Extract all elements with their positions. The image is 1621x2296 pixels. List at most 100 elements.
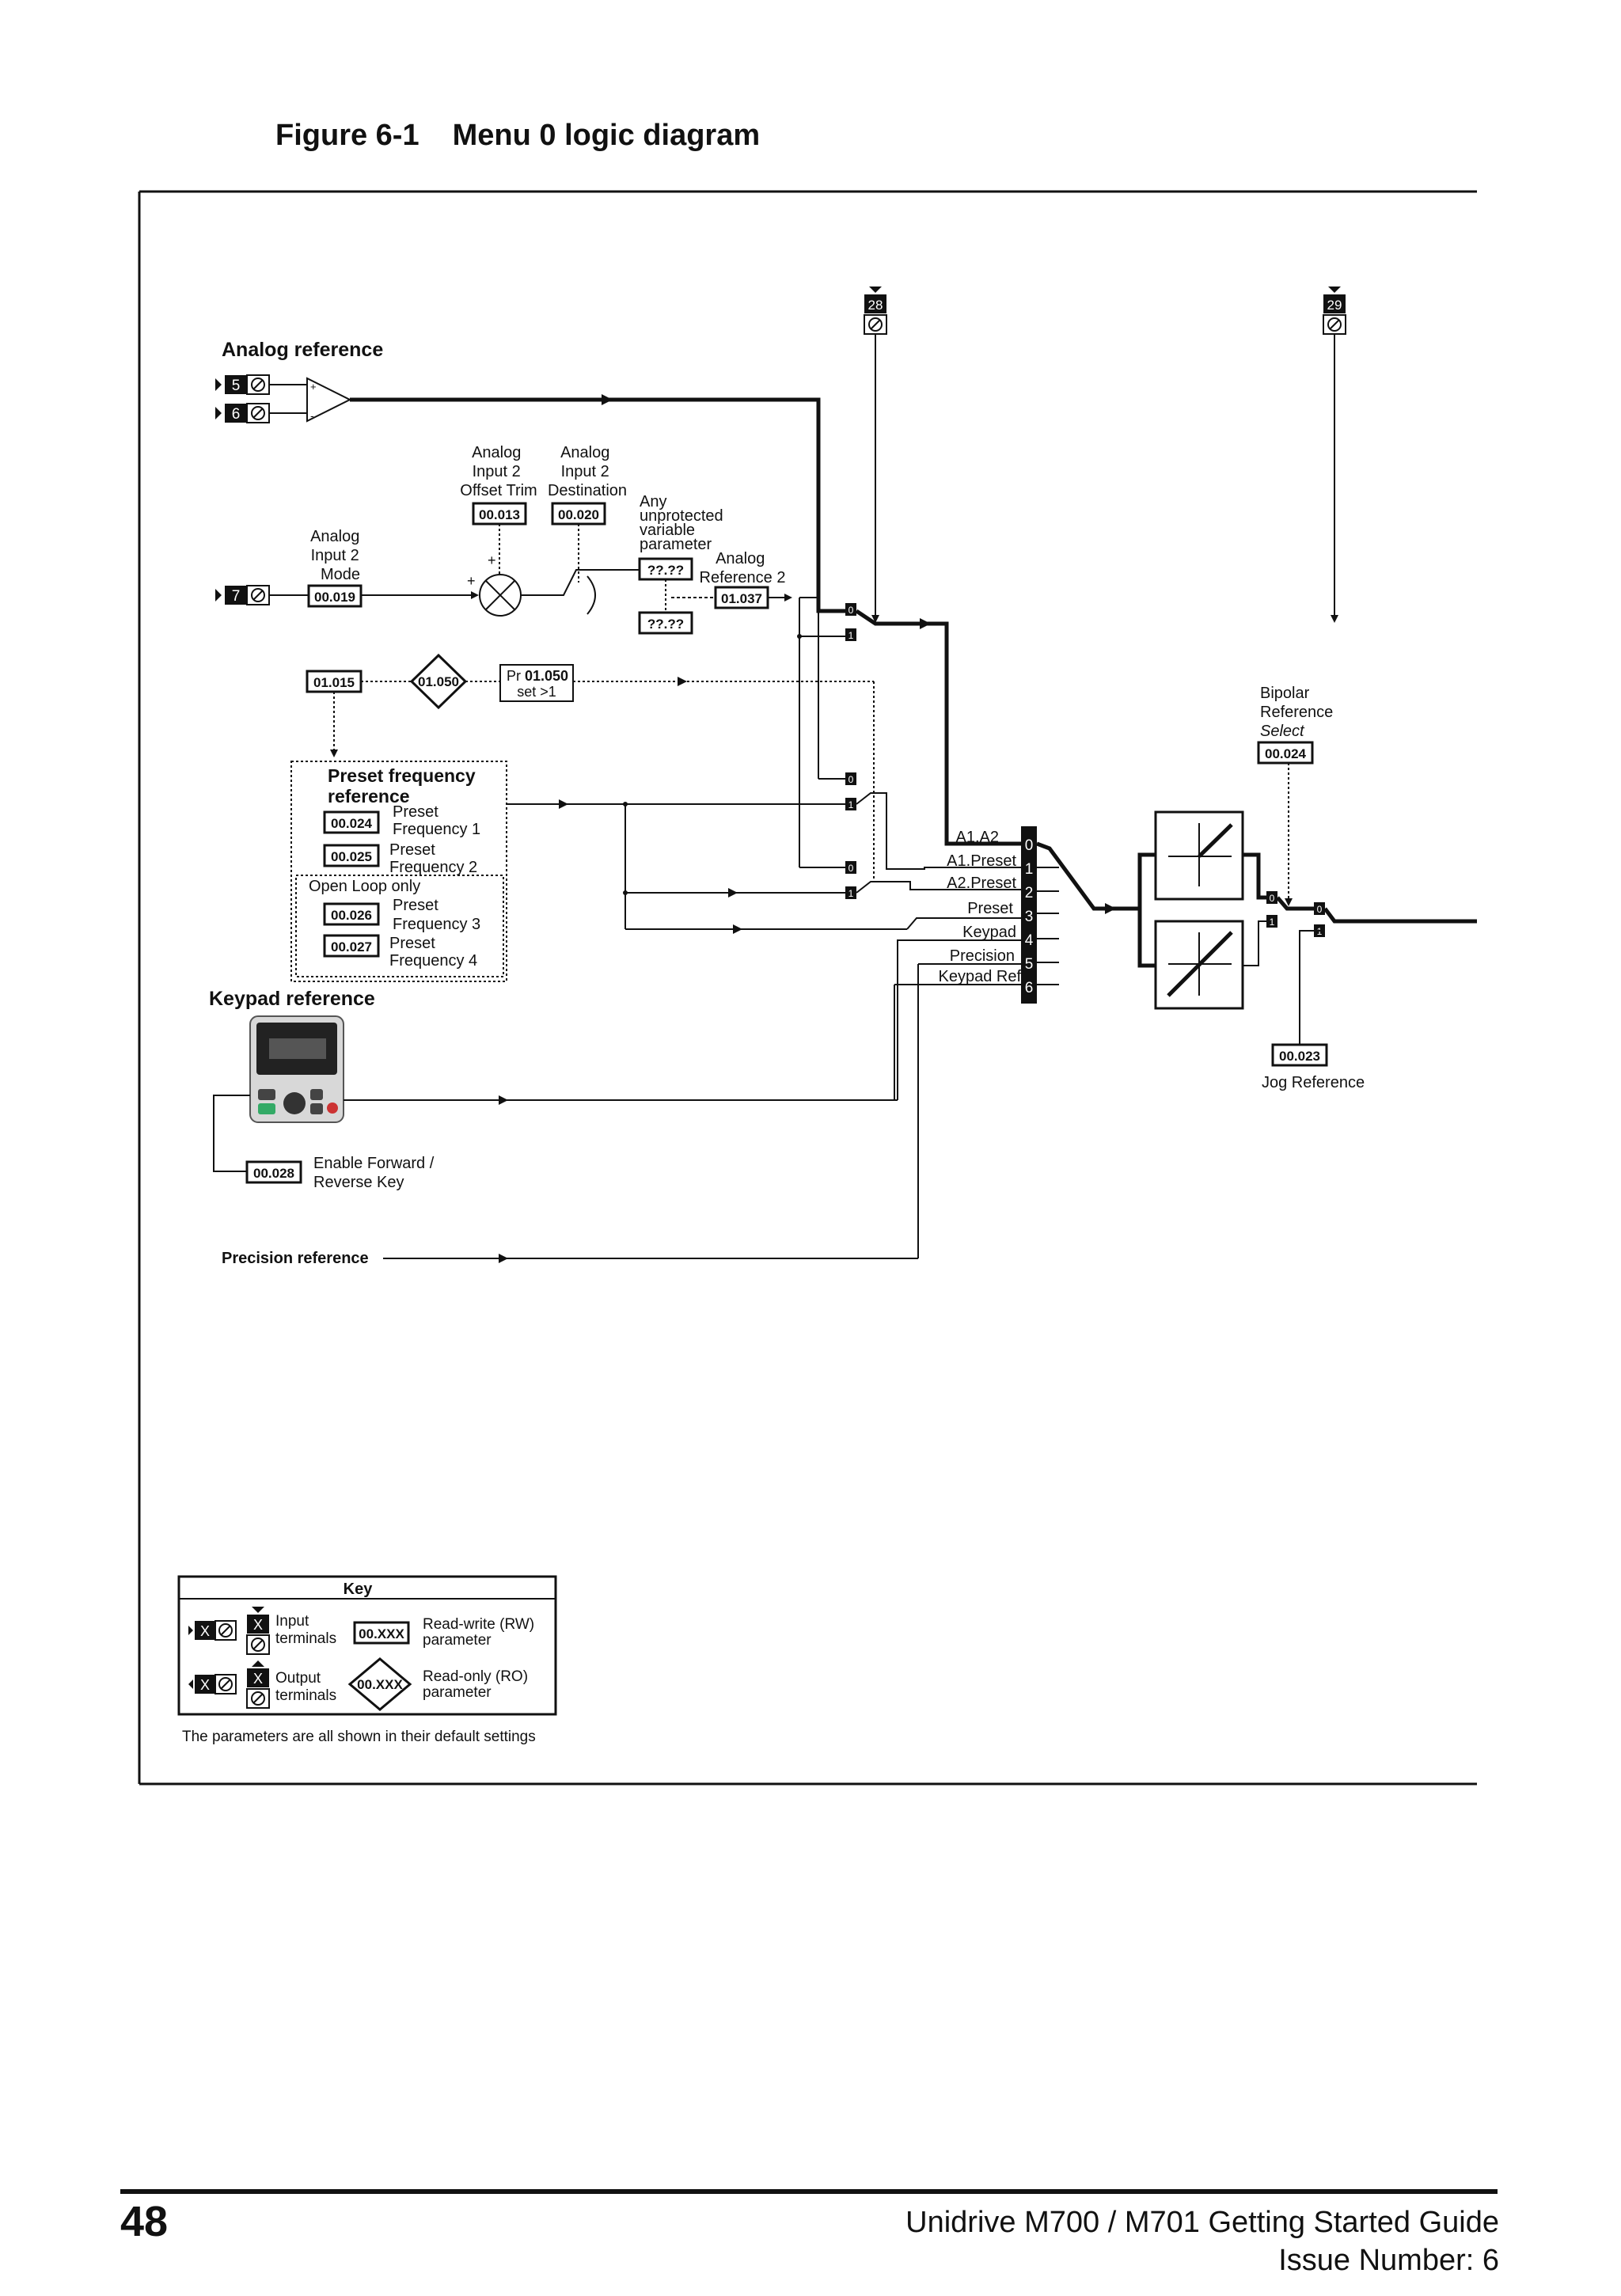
param-00-020 (551, 502, 606, 526)
variable-param-1 (638, 557, 693, 581)
svg-text:00.023: 00.023 (1279, 1049, 1320, 1064)
param-00-028 (245, 1160, 302, 1184)
svg-text:00.024: 00.024 (331, 816, 373, 831)
svg-text:+: + (467, 573, 476, 589)
svg-text:+: + (310, 381, 317, 393)
svg-text:1: 1 (1270, 917, 1275, 928)
switch-bipolar: 0 1 (1266, 891, 1277, 928)
svg-text:01.015: 01.015 (313, 675, 355, 690)
terminal-29: 29 (1323, 287, 1346, 335)
svg-text:0: 0 (1270, 893, 1275, 904)
keypad-icon (249, 1015, 344, 1123)
svg-text:00.025: 00.025 (331, 849, 372, 864)
svg-text:3: 3 (1025, 909, 1034, 925)
svg-text:0: 0 (1025, 837, 1034, 854)
svg-text:Keypad: Keypad (962, 924, 1016, 941)
switch-a2-preset: 0 1 (845, 861, 856, 899)
key-output-terminals: Output terminals (275, 1670, 336, 1704)
svg-text:X: X (253, 1617, 263, 1633)
terminal-7-label: 7 (232, 588, 241, 605)
analog-reference-heading: Analog reference (222, 339, 383, 361)
page-number: 48 (120, 2198, 169, 2245)
svg-text:1: 1 (848, 888, 854, 899)
terminal-5: 5 (215, 374, 270, 395)
guide-title: Unidrive M700 / M701 Getting Started Gui… (905, 2203, 1499, 2279)
terminal-29-label: 29 (1327, 298, 1342, 313)
svg-text:0: 0 (848, 774, 854, 785)
svg-text:00.019: 00.019 (314, 590, 355, 605)
selector-labels: A1.A2 A1.Preset A2.Preset Preset Keypad … (938, 829, 1021, 985)
svg-text:4: 4 (1025, 932, 1034, 949)
mode-label: Analog Input 2 Mode (310, 528, 364, 583)
any-unprotected-label: Any unprotected variable parameter (640, 493, 727, 553)
switch-a1-a2: 0 1 (845, 603, 856, 641)
svg-text:00.026: 00.026 (331, 908, 372, 923)
svg-text:0: 0 (848, 863, 854, 874)
svg-text:Keypad Ref: Keypad Ref (938, 968, 1021, 985)
bipolar-reference-select-label: Bipolar Reference Select (1260, 685, 1338, 740)
param-01-050-readonly (409, 653, 468, 710)
param-01-015 (306, 670, 363, 693)
key-rw-param: 00.XXX (359, 1626, 404, 1641)
svg-text:00.024: 00.024 (1265, 746, 1307, 761)
key-rw-label: Read-write (RW) parameter (423, 1616, 538, 1649)
key-title: Key (344, 1581, 374, 1598)
destination-label: Analog Input 2 Destination (548, 444, 627, 499)
jog-reference-label: Jog Reference (1262, 1074, 1365, 1091)
param-00-024-preset (323, 810, 380, 834)
terminal-5-label: 5 (232, 378, 241, 394)
figure-title-text: Menu 0 logic diagram (452, 119, 761, 152)
param-01-037 (714, 586, 769, 609)
open-loop-label: Open Loop only (309, 878, 420, 895)
svg-text:A1.A2: A1.A2 (956, 829, 999, 846)
pr-01-050-set-box (499, 664, 574, 702)
svg-text:1: 1 (848, 630, 854, 641)
svg-text:00.027: 00.027 (331, 939, 372, 954)
issue-number: Issue Number: 6 (1278, 2244, 1499, 2277)
keypad-reference-heading: Keypad reference (209, 988, 375, 1010)
svg-text:0: 0 (1317, 904, 1323, 915)
svg-text:X: X (200, 1677, 210, 1693)
svg-text:+: + (488, 552, 496, 568)
param-00-027 (323, 934, 380, 958)
terminal-28: 28 (864, 287, 887, 335)
param-00-024-bipolar (1257, 741, 1314, 765)
terminal-28-label: 28 (868, 298, 883, 313)
diagram-frame (138, 190, 1477, 1786)
svg-text:0: 0 (848, 605, 854, 616)
svg-text:Pr 01.050: Pr 01.050 (507, 668, 568, 684)
terminal-6-label: 6 (232, 406, 241, 423)
svg-text:00.028: 00.028 (253, 1166, 294, 1181)
svg-text:X: X (200, 1623, 210, 1639)
default-settings-note: The parameters are all shown in their de… (182, 1729, 536, 1745)
svg-text:2: 2 (1025, 885, 1034, 901)
key-legend: Key X X Input terminals 00.XXX Read-writ… (177, 1575, 557, 1716)
selector-numbers: 0 1 2 3 4 5 6 (1025, 837, 1034, 996)
svg-text:A2.Preset: A2.Preset (947, 875, 1016, 892)
svg-text:00.013: 00.013 (479, 507, 520, 522)
svg-text:6: 6 (1025, 980, 1034, 996)
key-input-terminals: Input terminals (275, 1613, 336, 1647)
switch-jog: 0 1 (1314, 902, 1325, 937)
svg-text:00.020: 00.020 (558, 507, 599, 522)
differential-amplifier-icon (306, 377, 352, 423)
guide-name: Unidrive M700 / M701 Getting Started Gui… (905, 2206, 1499, 2239)
svg-text:Precision: Precision (950, 947, 1015, 965)
svg-text:??.??: ??.?? (647, 563, 684, 578)
param-00-026 (323, 902, 380, 926)
analog-reference-2-label: Analog Reference 2 (700, 550, 786, 586)
variable-param-2 (638, 611, 693, 635)
svg-text:X: X (253, 1671, 263, 1687)
open-loop-block (295, 875, 504, 977)
svg-text:A1.Preset: A1.Preset (947, 852, 1016, 870)
switch-preset: 0 1 (845, 772, 856, 810)
svg-text:1: 1 (1025, 861, 1034, 878)
enable-forward-reverse-label: Enable Forward / Reverse Key (313, 1155, 438, 1191)
key-ro-param: 00.XXX (357, 1677, 403, 1692)
footer-rule (120, 2189, 1498, 2194)
